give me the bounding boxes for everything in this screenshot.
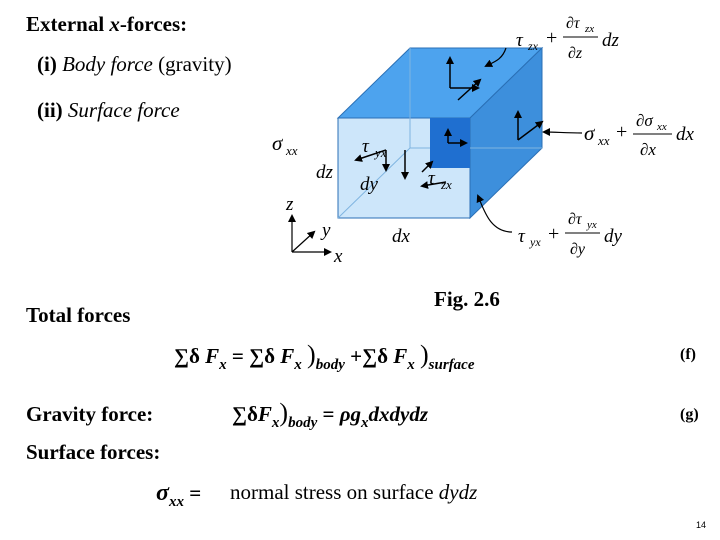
axis-y-label: y [320, 220, 331, 241]
partial-tau-zx-num-sub: zx [584, 23, 594, 35]
sigma-right: σ [584, 121, 596, 145]
item-surface-force: (ii) Surface force [37, 98, 180, 122]
tau-zx-front: τ [428, 168, 436, 189]
heading-external-forces: External x-forces: [26, 12, 188, 36]
gravity-force-label: Gravity force: [26, 402, 154, 426]
dy-label: dy [360, 174, 379, 195]
normal-stress-text: normal stress on surface dydz [230, 480, 478, 504]
axis-x-label: x [333, 246, 343, 267]
tau-zx-front-sub: zx [440, 177, 452, 192]
plus-bottom: + [548, 223, 559, 245]
dz-top: dz [602, 30, 620, 51]
stress-cube-figure: z y x dx dy dz σ xx τ yx τ zx τ zx + ∂τ … [272, 15, 695, 311]
tau-yx-front: τ [362, 136, 370, 157]
dz-label: dz [316, 162, 334, 183]
equation-f: ∑δ Fx = ∑δ Fx )body +∑δ Fx )surface [174, 340, 475, 373]
surface-forces-label: Surface forces: [26, 440, 161, 464]
page-number: 14 [696, 520, 707, 530]
tau-yx-bottom-sub: yx [529, 235, 541, 249]
plus-top: + [546, 27, 557, 49]
equation-g: ∑δFx)body = ρgxdxdydz [232, 398, 429, 431]
partial-sigma-num: ∂σ [636, 111, 653, 130]
sigma-left: σ [272, 131, 284, 155]
tau-zx-top-sub: zx [527, 39, 539, 53]
axis-z-label: z [285, 194, 294, 215]
partial-sigma-num-sub: xx [656, 121, 667, 133]
partial-x-den: ∂x [640, 140, 656, 159]
partial-y-den: ∂y [570, 241, 586, 258]
sigma-xx-definition: σxx = [156, 480, 202, 510]
dx-label: dx [392, 226, 411, 247]
partial-z-den: ∂z [568, 45, 583, 62]
sigma-right-sub: xx [597, 133, 610, 148]
tau-zx-top: τ [516, 30, 524, 51]
figure-caption: Fig. 2.6 [434, 287, 500, 311]
partial-tau-zx-num: ∂τ [566, 15, 581, 32]
tau-yx-bottom: τ [518, 226, 526, 247]
partial-tau-yx-num-sub: yx [586, 219, 597, 231]
total-forces-label: Total forces [26, 303, 131, 327]
equation-g-tag: (g) [680, 406, 699, 423]
tau-yx-front-sub: yx [373, 145, 387, 160]
plus-right: + [616, 121, 627, 143]
dx-right: dx [676, 124, 695, 145]
dy-bottom: dy [604, 226, 623, 247]
sigma-left-sub: xx [285, 143, 298, 158]
item-body-force: (i) Body force (gravity) [37, 52, 232, 76]
equation-f-tag: (f) [680, 346, 696, 363]
partial-tau-yx-num: ∂τ [568, 211, 583, 228]
